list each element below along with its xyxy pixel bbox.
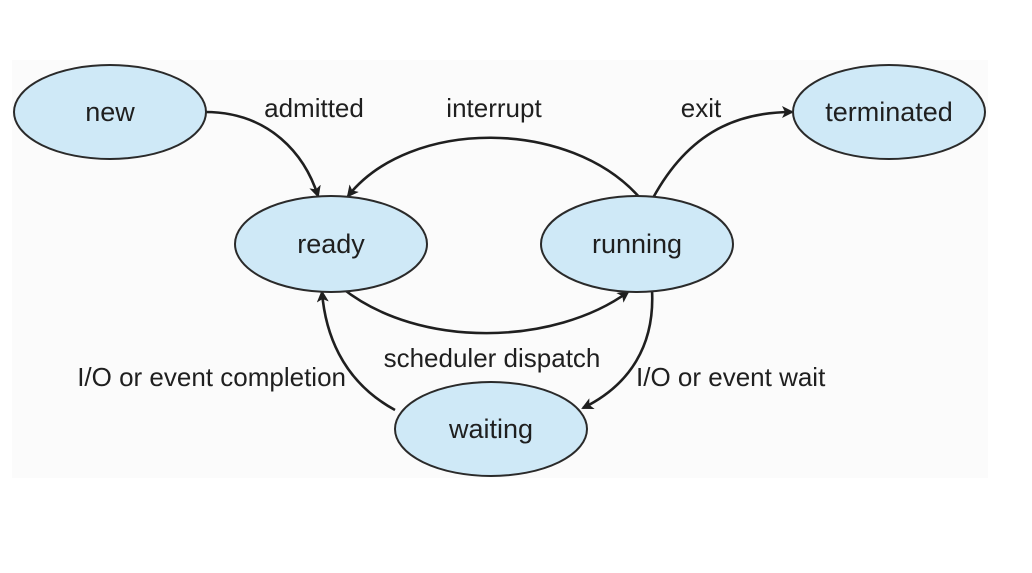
edge-admitted	[204, 110, 321, 198]
state-ready: ready	[234, 195, 428, 293]
label-interrupt: interrupt	[446, 93, 542, 123]
label-io-event-wait: I/O or event wait	[636, 362, 826, 392]
state-terminated: terminated	[792, 64, 986, 160]
label-scheduler-dispatch: scheduler dispatch	[384, 343, 601, 373]
edge-scheduler-dispatch	[341, 286, 630, 335]
state-waiting-label: waiting	[448, 414, 533, 444]
label-exit: exit	[681, 93, 722, 123]
label-admitted: admitted	[264, 93, 364, 123]
edge-io-event-wait	[581, 289, 654, 410]
state-running-label: running	[592, 229, 682, 259]
state-terminated-label: terminated	[825, 97, 953, 127]
state-new: new	[13, 64, 207, 160]
state-ready-label: ready	[297, 229, 365, 259]
label-io-event-completion: I/O or event completion	[77, 362, 346, 392]
edge-io-event-completion	[316, 290, 396, 412]
state-running: running	[540, 195, 734, 293]
edge-interrupt	[346, 136, 641, 199]
edge-exit	[651, 106, 794, 199]
state-new-label: new	[85, 97, 135, 127]
state-waiting: waiting	[394, 381, 588, 477]
